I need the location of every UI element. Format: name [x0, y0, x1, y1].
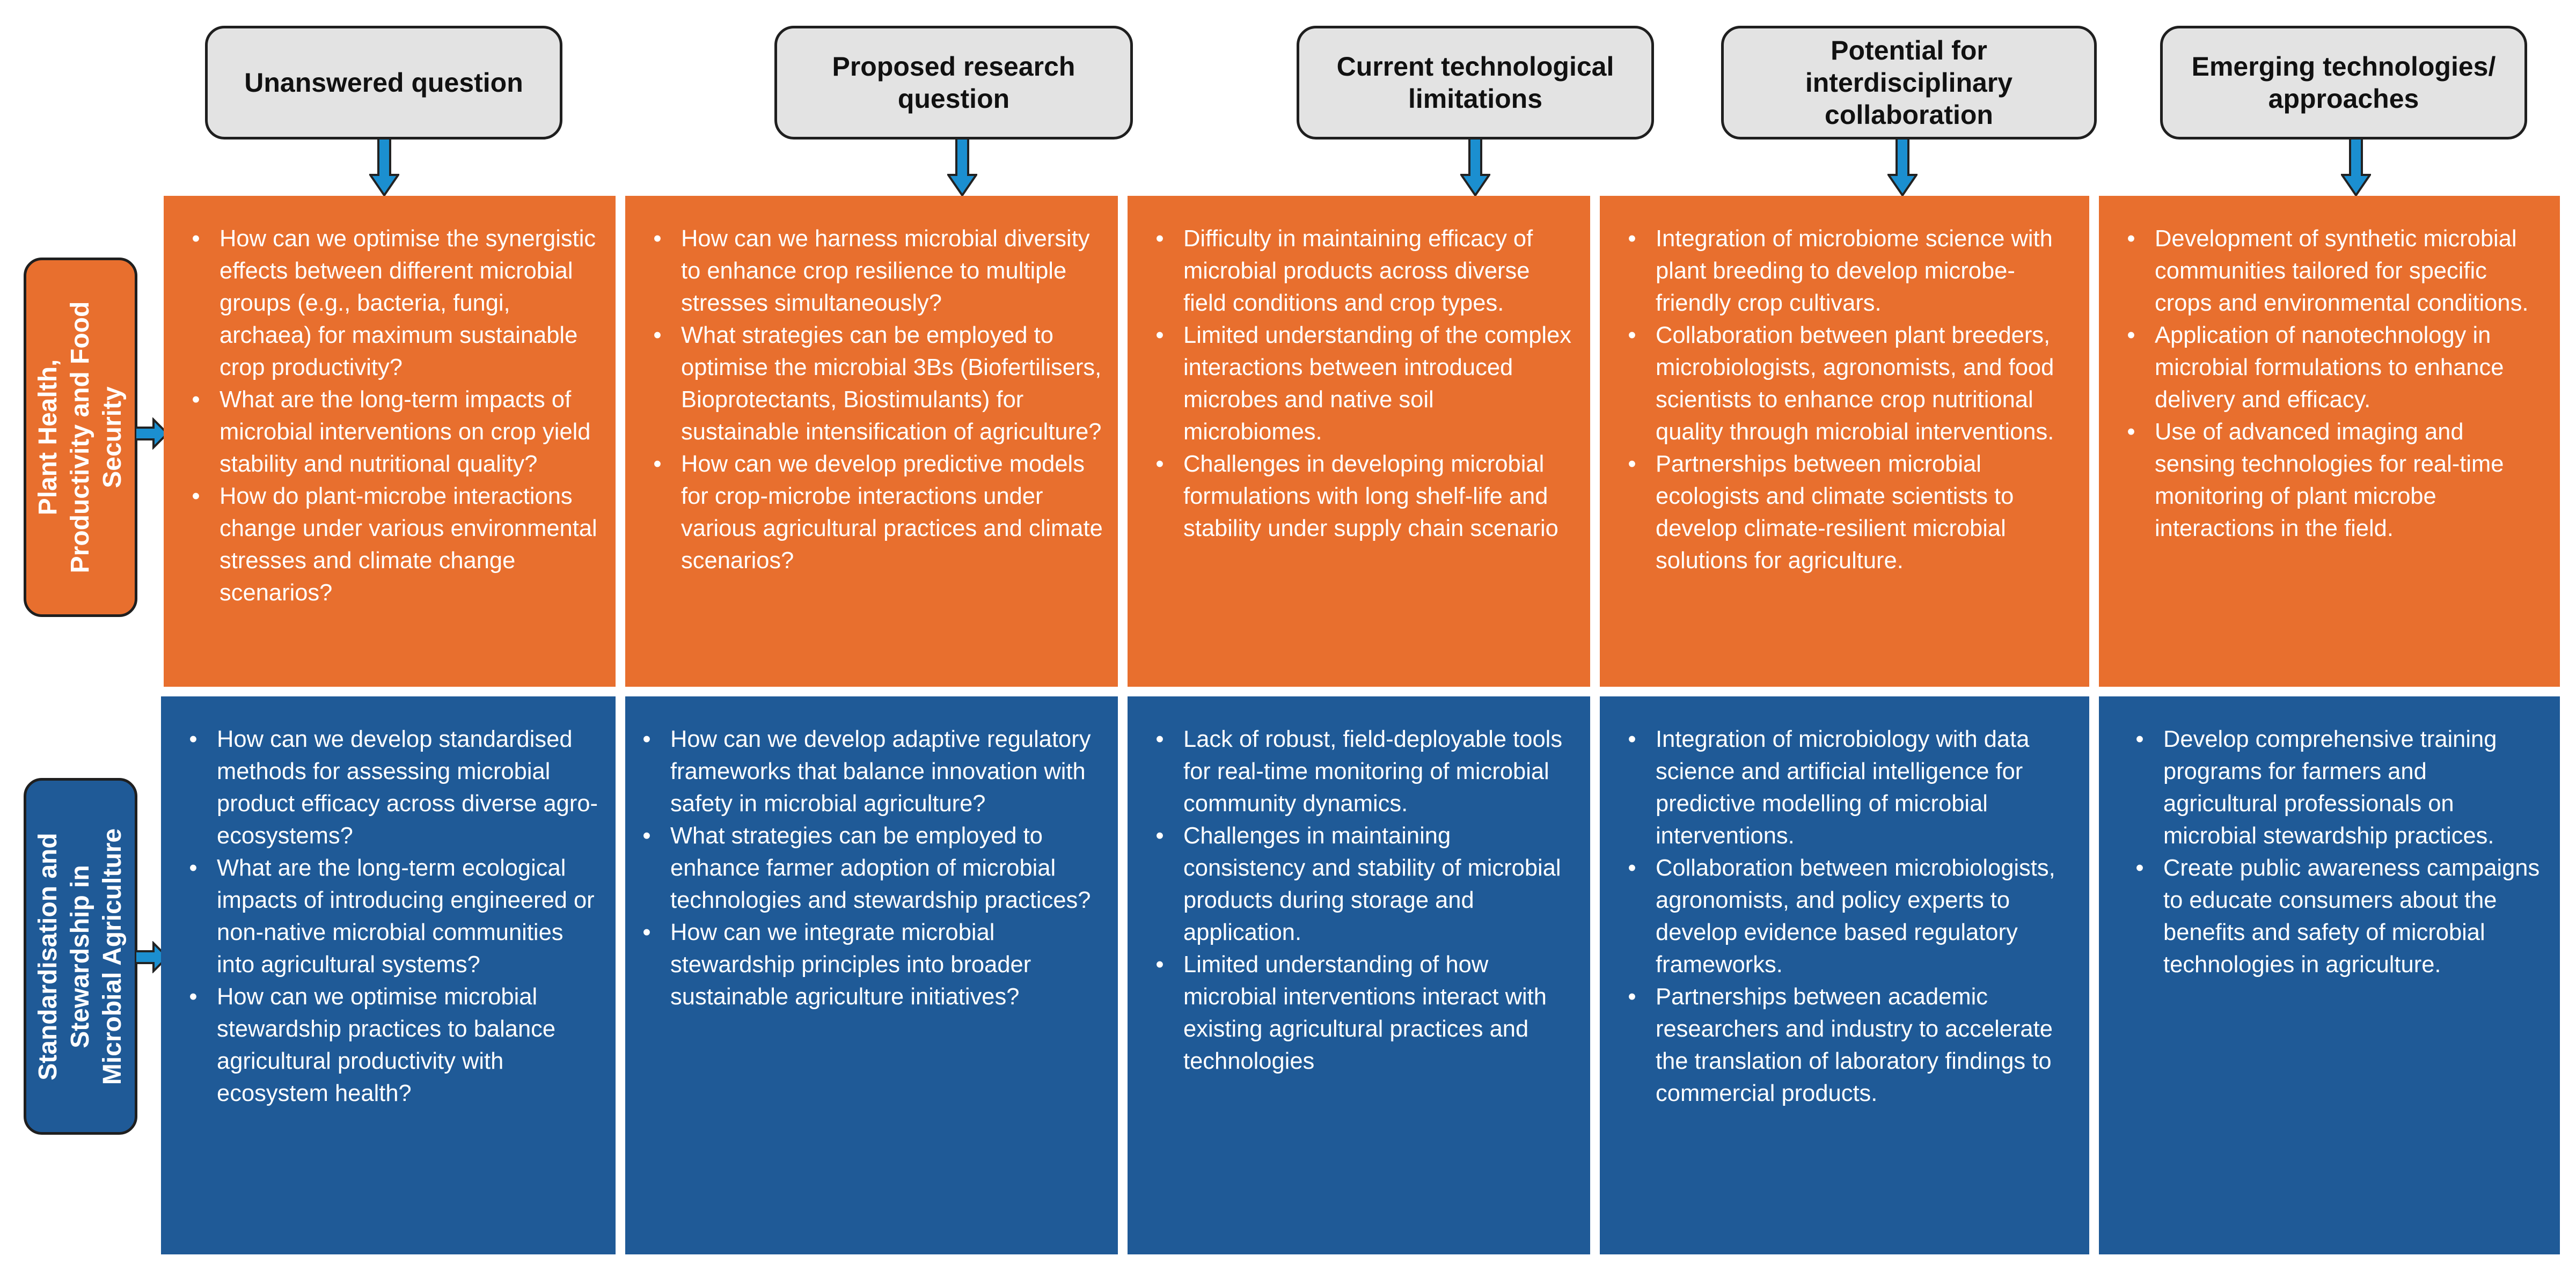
- cell-stewardship-limitations: Lack of robust, field-deployable tools f…: [1128, 696, 1590, 1254]
- list-item: Challenges in developing microbial formu…: [1149, 448, 1576, 545]
- cell-stewardship-unanswered: How can we develop standardised methods …: [161, 696, 616, 1254]
- list-item: How can we develop adaptive regulatory f…: [636, 723, 1104, 820]
- cell-plant-health-proposed: How can we harness microbial diversity t…: [625, 196, 1118, 687]
- list-item: What are the long-term ecological impact…: [182, 852, 602, 981]
- bullet-list: Difficulty in maintaining efficacy of mi…: [1149, 223, 1576, 545]
- cell-stewardship-collaboration: Integration of microbiology with data sc…: [1600, 696, 2089, 1254]
- bullet-list: Integration of microbiology with data sc…: [1621, 723, 2075, 1110]
- right-arrow-icon: [135, 417, 169, 450]
- bullet-list: Lack of robust, field-deployable tools f…: [1149, 723, 1576, 1077]
- list-item: Limited understanding of how microbial i…: [1149, 949, 1576, 1077]
- bullet-list: Develop comprehensive training programs …: [2129, 723, 2546, 981]
- list-item: Difficulty in maintaining efficacy of mi…: [1149, 223, 1576, 319]
- right-arrow-icon: [135, 941, 169, 973]
- header-proposed-research-question: Proposed research question: [774, 26, 1133, 139]
- list-item: Application of nanotechnology in microbi…: [2120, 319, 2546, 416]
- cell-plant-health-limitations: Difficulty in maintaining efficacy of mi…: [1128, 196, 1590, 687]
- down-arrow-icon: [369, 138, 399, 197]
- list-item: What strategies can be employed to optim…: [647, 319, 1104, 448]
- list-item: Create public awareness campaigns to edu…: [2129, 852, 2546, 981]
- list-item: How can we develop predictive models for…: [647, 448, 1104, 577]
- list-item: Development of synthetic microbial commu…: [2120, 223, 2546, 319]
- bullet-list: How can we harness microbial diversity t…: [647, 223, 1104, 577]
- list-item: What are the long-term impacts of microb…: [185, 384, 602, 480]
- list-item: Collaboration between microbiologists, a…: [1621, 852, 2075, 981]
- list-item: Partnerships between academic researcher…: [1621, 981, 2075, 1110]
- header-emerging-technologies: Emerging technologies/ approaches: [2160, 26, 2527, 139]
- header-unanswered-question: Unanswered question: [205, 26, 562, 139]
- list-item: Partnerships between microbial ecologist…: [1621, 448, 2075, 577]
- bullet-list: How can we develop standardised methods …: [182, 723, 602, 1110]
- cell-plant-health-emerging: Development of synthetic microbial commu…: [2099, 196, 2560, 687]
- header-current-technological-limitations: Current technological limitations: [1297, 26, 1654, 139]
- cell-stewardship-emerging: Develop comprehensive training programs …: [2099, 696, 2560, 1254]
- bullet-list: How can we develop adaptive regulatory f…: [636, 723, 1104, 1013]
- list-item: How can we develop standardised methods …: [182, 723, 602, 852]
- list-item: Develop comprehensive training programs …: [2129, 723, 2546, 852]
- cell-stewardship-proposed: How can we develop adaptive regulatory f…: [625, 696, 1118, 1254]
- down-arrow-icon: [1887, 138, 1918, 197]
- bullet-list: How can we optimise the synergistic effe…: [185, 223, 602, 609]
- row-label-plant-health: Plant Health, Productivity and Food Secu…: [24, 258, 137, 617]
- list-item: What strategies can be employed to enhan…: [636, 820, 1104, 916]
- header-interdisciplinary-collaboration: Potential for interdisciplinary collabor…: [1721, 26, 2097, 139]
- list-item: Integration of microbiology with data sc…: [1621, 723, 2075, 852]
- bullet-list: Development of synthetic microbial commu…: [2120, 223, 2546, 545]
- cell-plant-health-unanswered: How can we optimise the synergistic effe…: [164, 196, 616, 687]
- list-item: Collaboration between plant breeders, mi…: [1621, 319, 2075, 448]
- list-item: Integration of microbiome science with p…: [1621, 223, 2075, 319]
- list-item: How can we optimise microbial stewardshi…: [182, 981, 602, 1110]
- down-arrow-icon: [1460, 138, 1490, 197]
- list-item: How can we integrate microbial stewardsh…: [636, 916, 1104, 1013]
- list-item: How can we optimise the synergistic effe…: [185, 223, 602, 384]
- cell-plant-health-collaboration: Integration of microbiome science with p…: [1600, 196, 2089, 687]
- list-item: Lack of robust, field-deployable tools f…: [1149, 723, 1576, 820]
- list-item: Use of advanced imaging and sensing tech…: [2120, 416, 2546, 545]
- list-item: Limited understanding of the complex int…: [1149, 319, 1576, 448]
- row-label-standardisation: Standardisation and Stewardship in Micro…: [24, 778, 137, 1135]
- down-arrow-icon: [2341, 138, 2371, 197]
- list-item: How can we harness microbial diversity t…: [647, 223, 1104, 319]
- list-item: Challenges in maintaining consistency an…: [1149, 820, 1576, 949]
- row-label-standardisation-text: Standardisation and Stewardship in Micro…: [34, 828, 127, 1085]
- list-item: How do plant-microbe interactions change…: [185, 480, 602, 609]
- down-arrow-icon: [947, 138, 977, 197]
- bullet-list: Integration of microbiome science with p…: [1621, 223, 2075, 577]
- row-label-plant-health-text: Plant Health, Productivity and Food Secu…: [34, 301, 127, 574]
